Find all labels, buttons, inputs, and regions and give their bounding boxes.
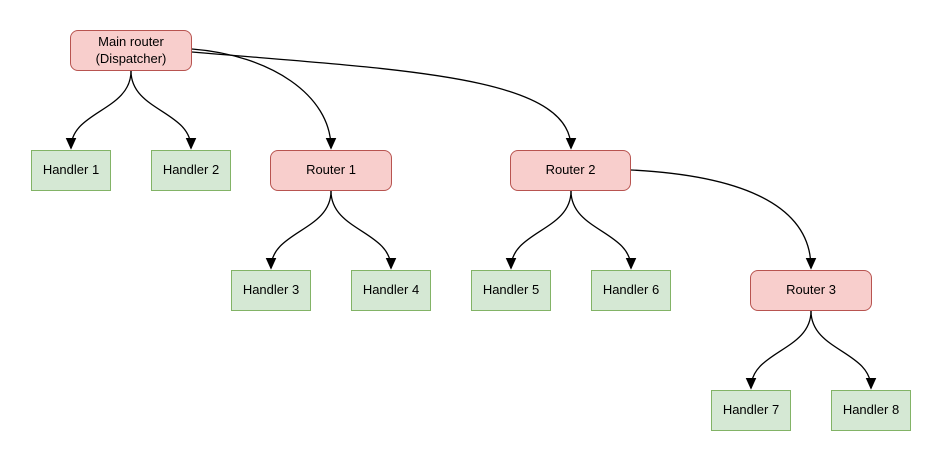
edge-router3-to-handler8 (810, 310, 871, 388)
edge-router1-to-handler3 (271, 190, 332, 268)
edge-router2-to-handler6 (570, 190, 631, 268)
node-handler-8: Handler 8 (831, 390, 911, 431)
node-handler-3: Handler 3 (231, 270, 311, 311)
edge-router3-to-handler7 (751, 310, 812, 388)
node-handler-1: Handler 1 (31, 150, 111, 191)
node-handler-5: Handler 5 (471, 270, 551, 311)
edge-main-to-router1 (191, 48, 331, 148)
node-handler-7: Handler 7 (711, 390, 791, 431)
edge-router2-to-handler5 (511, 190, 572, 268)
edge-router2-to-router3 (630, 169, 811, 268)
edge-main-to-handler2 (130, 70, 191, 148)
node-handler-4: Handler 4 (351, 270, 431, 311)
node-router-2: Router 2 (510, 150, 631, 191)
node-router-3: Router 3 (750, 270, 872, 311)
node-router-1: Router 1 (270, 150, 392, 191)
node-handler-2: Handler 2 (151, 150, 231, 191)
node-handler-6: Handler 6 (591, 270, 671, 311)
node-main-router: Main router (Dispatcher) (70, 30, 192, 71)
edge-router1-to-handler4 (330, 190, 391, 268)
edge-main-to-handler1 (71, 70, 132, 148)
edge-main-to-router2 (191, 51, 571, 148)
